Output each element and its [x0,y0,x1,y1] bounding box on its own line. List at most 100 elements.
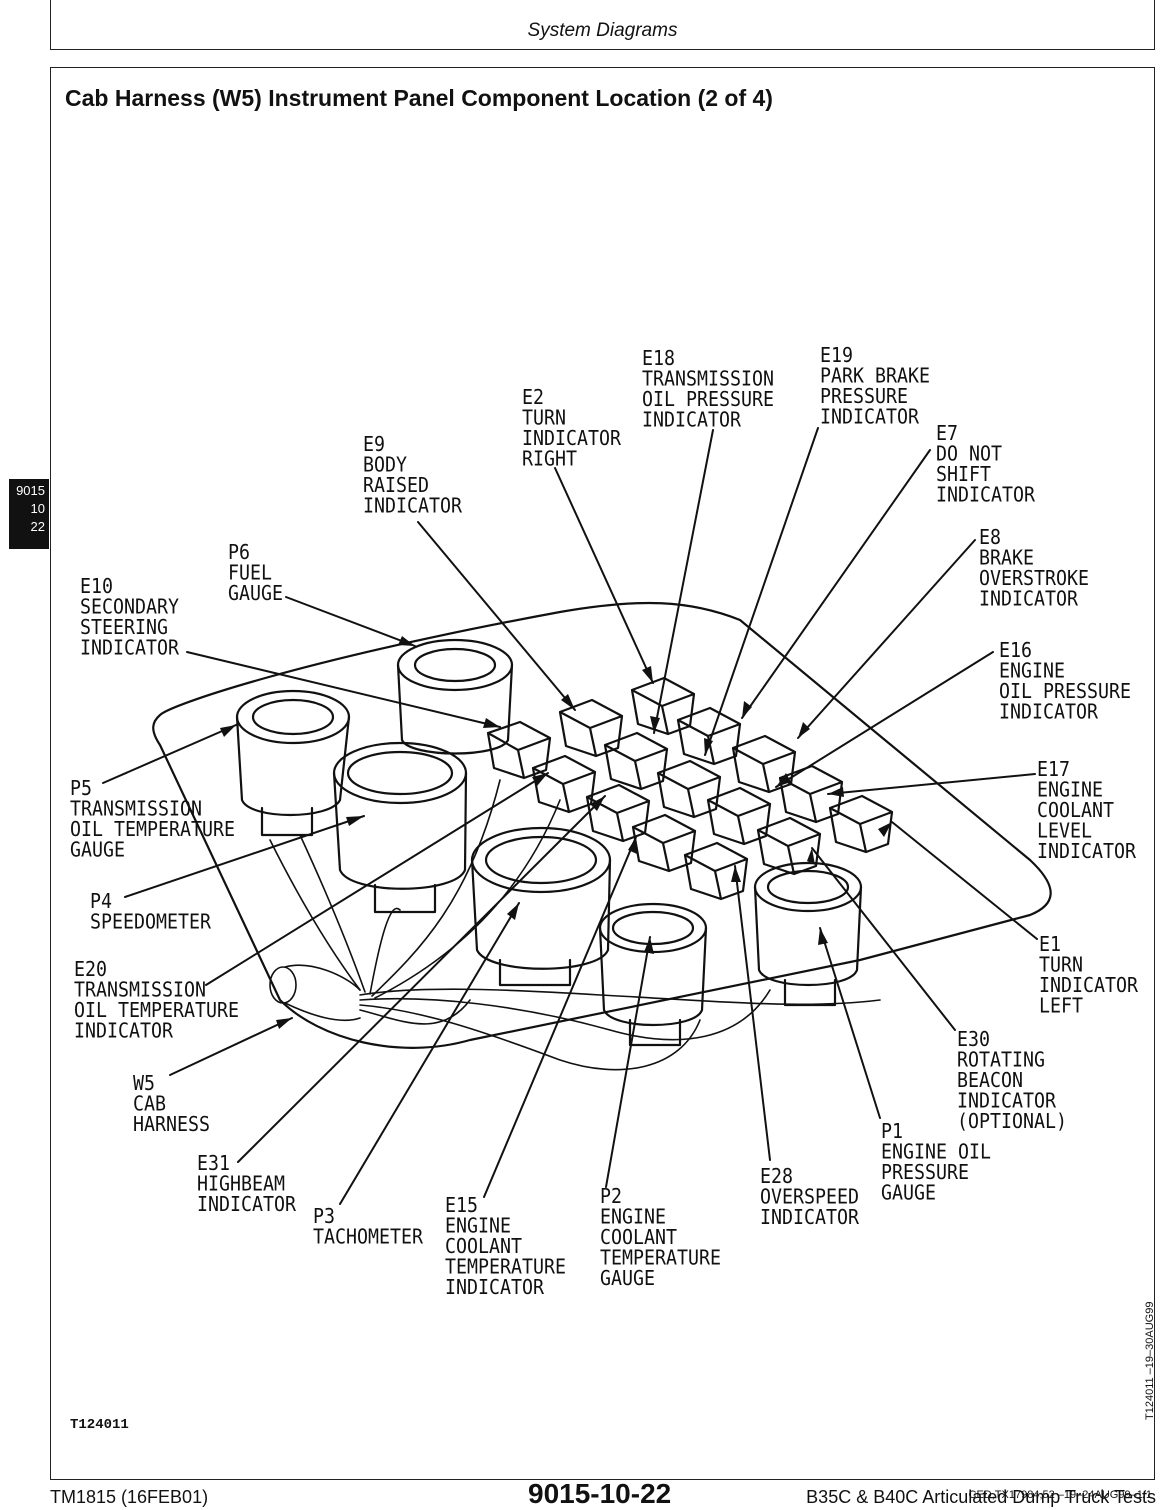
label-p2-line-4: TEMPERATURE [600,1246,721,1270]
label-e9-line-4: INDICATOR [363,494,463,518]
label-e16-line-4: INDICATOR [999,700,1099,724]
label-p5-line-1: P5 [70,776,92,800]
label-e20-line-4: INDICATOR [74,1019,174,1043]
figure-frame: Cab Harness (W5) Instrument Panel Compon… [50,67,1155,1480]
leader-lines [102,427,1038,1205]
label-p5-line-2: TRANSMISSION [70,797,202,821]
label-e7-line-1: E7 [936,421,958,445]
indicator-blocks [486,676,894,901]
label-e2-line-1: E2 [522,385,544,409]
ced-reference: CED,TX17984,52 –19–24AUG99–1/1 [968,1489,1152,1501]
label-e15-line-1: E15 [445,1193,478,1217]
label-e1-line-4: LEFT [1039,994,1083,1018]
label-e17-line-2: ENGINE [1037,778,1103,802]
label-e8-line-1: E8 [979,525,1001,549]
label-e31-line-1: E31 [197,1151,230,1175]
label-p6-line-2: FUEL [228,561,272,585]
figure-id: T124011 [70,1417,129,1433]
section-tab-line-1: 9015 [16,483,45,498]
label-e1-line-1: E1 [1039,932,1061,956]
p2-gauge [598,902,708,1047]
section-tab-line-2: 10 [30,501,45,516]
label-e10-line-1: E10 [80,574,113,598]
label-e2-line-2: TURN [522,406,566,430]
label-e19-line-2: PARK BRAKE [820,364,930,388]
label-p1-line-2: ENGINE OIL [881,1140,991,1164]
label-e28-line-2: OVERSPEED [760,1185,859,1209]
p5-gauge [235,689,351,837]
label-e18-line-2: TRANSMISSION [642,367,774,391]
label-p5-line-4: GAUGE [70,838,125,862]
label-e30-line-4: INDICATOR [957,1089,1057,1113]
label-e17-line-4: LEVEL [1037,819,1092,843]
label-e18-line-4: INDICATOR [642,408,742,432]
label-w5-line-2: CAB [133,1092,166,1116]
label-e2-line-4: RIGHT [522,447,577,471]
label-e10-line-3: STEERING [80,615,168,639]
label-p4-line-1: P4 [90,889,112,913]
label-e8-line-2: BRAKE [979,546,1034,570]
cab-harness [269,779,881,1071]
label-e20-line-2: TRANSMISSION [74,978,206,1002]
label-e15-line-2: ENGINE [445,1214,511,1238]
label-e9-line-3: RAISED [363,473,429,497]
label-p2-line-1: P2 [600,1184,622,1208]
label-p2-line-5: GAUGE [600,1266,655,1290]
label-e30-line-5: (OPTIONAL) [957,1109,1067,1133]
label-e8-line-4: INDICATOR [979,587,1079,611]
label-p1-line-4: GAUGE [881,1181,936,1205]
label-e20-line-3: OIL TEMPERATURE [74,998,239,1022]
label-e18-line-3: OIL PRESSURE [642,387,774,411]
label-w5-line-3: HARNESS [133,1112,210,1136]
figure-title: Cab Harness (W5) Instrument Panel Compon… [65,85,773,111]
label-e15-line-3: COOLANT [445,1234,522,1258]
page-header: System Diagrams [50,0,1155,50]
label-e1-line-2: TURN [1039,953,1083,977]
label-e1-line-3: INDICATOR [1039,973,1139,997]
label-e10-line-4: INDICATOR [80,636,180,660]
label-e7-line-4: INDICATOR [936,483,1036,507]
label-e28-line-3: INDICATOR [760,1205,860,1229]
label-p1-line-3: PRESSURE [881,1160,969,1184]
label-e30-line-3: BEACON [957,1068,1023,1092]
label-e19-line-4: INDICATOR [820,405,920,429]
label-e20-line-1: E20 [74,957,107,981]
label-e10-line-2: SECONDARY [80,595,179,619]
label-e31-line-2: HIGHBEAM [197,1172,285,1196]
label-p2-line-3: COOLANT [600,1225,677,1249]
label-e17-line-3: COOLANT [1037,798,1114,822]
label-p1-line-1: P1 [881,1119,903,1143]
label-e18-line-1: E18 [642,346,675,370]
label-e9-line-1: E9 [363,432,385,456]
label-e19-line-3: PRESSURE [820,384,908,408]
footer-manual: TM1815 (16FEB01) [50,1487,209,1507]
label-p4-line-2: SPEEDOMETER [90,910,212,934]
label-e15-line-4: TEMPERATURE [445,1255,566,1279]
footer-product: B35C & B40C Articulated Dump Truck Tests [806,1487,1156,1507]
label-p2-line-2: ENGINE [600,1205,666,1229]
label-w5-line-1: W5 [133,1071,155,1095]
label-e15-line-5: INDICATOR [445,1275,545,1299]
label-p5-line-3: OIL TEMPERATURE [70,817,235,841]
label-e7-line-2: DO NOT [936,442,1002,466]
label-e16-line-2: ENGINE [999,659,1065,683]
label-p6-line-1: P6 [228,540,250,564]
section-tab: 9015 10 22 [9,479,49,549]
